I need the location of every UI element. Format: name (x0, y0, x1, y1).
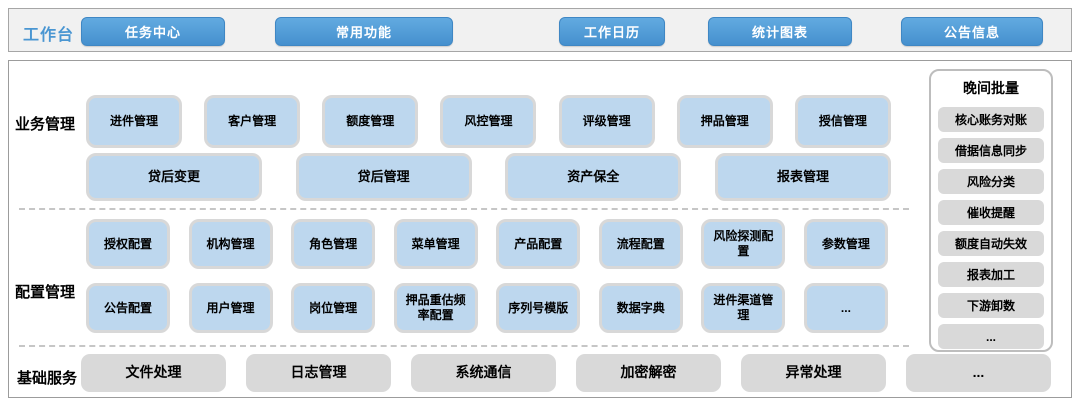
btn-task-center[interactable]: 任务中心 (81, 17, 225, 46)
module-tile[interactable]: 序列号模版 (496, 283, 581, 333)
workbench-bar: 工作台 任务中心 常用功能 工作日历 统计图表 公告信息 (8, 8, 1072, 52)
night-batch-item[interactable]: 额度自动失效 (938, 231, 1044, 256)
module-tile[interactable]: 资产保全 (505, 153, 682, 201)
module-tile[interactable]: 菜单管理 (393, 219, 478, 269)
btn-work-calendar[interactable]: 工作日历 (559, 17, 665, 46)
night-batch-item[interactable]: 风险分类 (938, 169, 1044, 194)
main-panel: 业务管理 配置管理 基础服务 进件管理 客户管理 额度管理 风控管理 评级管理 … (8, 60, 1072, 398)
service-tile[interactable]: 日志管理 (246, 354, 391, 392)
module-tile[interactable]: 贷后管理 (295, 153, 472, 201)
night-batch-item[interactable]: 核心账务对账 (938, 107, 1044, 132)
section-divider (19, 345, 909, 347)
night-batch-item[interactable]: 报表加工 (938, 262, 1044, 287)
module-tile[interactable]: 授权配置 (86, 219, 170, 269)
module-tile[interactable]: 进件渠道管理 (701, 283, 786, 333)
module-tile[interactable]: 机构管理 (188, 219, 273, 269)
module-tile[interactable]: 风险探测配置 (701, 219, 786, 269)
module-tile[interactable]: 授信管理 (794, 95, 891, 148)
business-row-2: 贷后变更 贷后管理 资产保全 报表管理 (86, 153, 891, 201)
module-tile[interactable]: 参数管理 (803, 219, 888, 269)
module-tile[interactable]: 客户管理 (204, 95, 301, 148)
module-tile[interactable]: 岗位管理 (291, 283, 376, 333)
service-tile[interactable]: 文件处理 (81, 354, 226, 392)
module-tile[interactable]: 押品管理 (676, 95, 773, 148)
btn-common-functions[interactable]: 常用功能 (275, 17, 453, 46)
base-services-row: 文件处理 日志管理 系统通信 加密解密 异常处理 ... (81, 354, 1051, 392)
night-batch-title: 晚间批量 (963, 80, 1019, 96)
config-row-1: 授权配置 机构管理 角色管理 菜单管理 产品配置 流程配置 风险探测配置 参数管… (86, 219, 888, 269)
module-tile-more[interactable]: ... (803, 283, 888, 333)
module-tile[interactable]: 产品配置 (496, 219, 581, 269)
module-tile[interactable]: 押品重估频率配置 (393, 283, 478, 333)
module-tile[interactable]: 进件管理 (86, 95, 182, 148)
service-tile[interactable]: 异常处理 (741, 354, 886, 392)
section-label-business: 业务管理 (15, 116, 76, 133)
section-label-config: 配置管理 (15, 284, 76, 301)
section-divider (19, 208, 909, 210)
service-tile[interactable]: 加密解密 (576, 354, 721, 392)
section-label-base: 基础服务 (17, 370, 78, 387)
module-tile[interactable]: 角色管理 (291, 219, 376, 269)
module-tile[interactable]: 用户管理 (188, 283, 273, 333)
night-batch-item-more[interactable]: ... (938, 324, 1044, 349)
module-tile[interactable]: 流程配置 (598, 219, 683, 269)
config-row-2: 公告配置 用户管理 岗位管理 押品重估频率配置 序列号模版 数据字典 进件渠道管… (86, 283, 888, 333)
service-tile[interactable]: 系统通信 (411, 354, 556, 392)
workbench-label: 工作台 (23, 27, 75, 44)
module-tile[interactable]: 数据字典 (598, 283, 683, 333)
service-tile-more[interactable]: ... (906, 354, 1051, 392)
module-tile[interactable]: 风控管理 (440, 95, 537, 148)
module-tile[interactable]: 贷后变更 (86, 153, 262, 201)
btn-statistics-charts[interactable]: 统计图表 (708, 17, 852, 46)
module-tile[interactable]: 报表管理 (714, 153, 891, 201)
night-batch-item[interactable]: 催收提醒 (938, 200, 1044, 225)
module-tile[interactable]: 公告配置 (86, 283, 170, 333)
night-batch-panel: 晚间批量 核心账务对账 借据信息同步 风险分类 催收提醒 额度自动失效 报表加工… (929, 69, 1053, 352)
business-row-1: 进件管理 客户管理 额度管理 风控管理 评级管理 押品管理 授信管理 (86, 95, 891, 148)
night-batch-item[interactable]: 下游卸数 (938, 293, 1044, 318)
btn-announcements[interactable]: 公告信息 (901, 17, 1043, 46)
module-tile[interactable]: 额度管理 (322, 95, 419, 148)
night-batch-item[interactable]: 借据信息同步 (938, 138, 1044, 163)
module-tile[interactable]: 评级管理 (558, 95, 655, 148)
